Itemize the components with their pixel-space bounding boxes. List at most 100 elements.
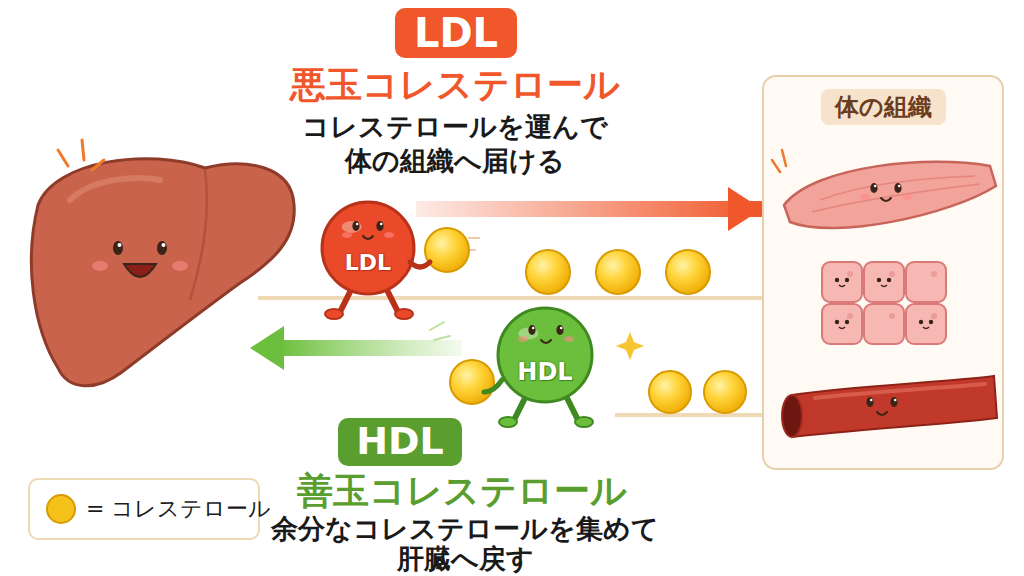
face-eye bbox=[870, 183, 877, 193]
eye-highlight bbox=[898, 185, 901, 188]
eye-highlight bbox=[162, 243, 166, 247]
legend-swatch bbox=[46, 494, 76, 524]
eye-highlight bbox=[380, 223, 383, 226]
box-heading: 体の組織 bbox=[821, 89, 946, 125]
motion-line bbox=[466, 249, 476, 251]
cell-nucleus bbox=[847, 313, 853, 319]
cell-nucleus bbox=[889, 313, 895, 319]
face-mouth bbox=[923, 327, 929, 329]
sparkle-line bbox=[58, 150, 68, 166]
cell-nucleus bbox=[931, 313, 937, 319]
face-eye bbox=[376, 221, 383, 231]
motion-line bbox=[430, 322, 444, 330]
badge-text: LDL bbox=[414, 11, 498, 55]
particle-outline bbox=[496, 306, 594, 404]
motion-line bbox=[468, 237, 480, 239]
particle-body bbox=[322, 202, 414, 294]
tissue-cell bbox=[822, 262, 862, 302]
node-text-wrap: LDL bbox=[395, 8, 517, 58]
description: コレステロールを運んで 体の組織へ届ける bbox=[290, 110, 620, 178]
sparkle-line bbox=[782, 150, 786, 166]
face-eye bbox=[919, 320, 923, 324]
tissue-cell bbox=[864, 304, 904, 344]
muscle-tissue bbox=[784, 162, 996, 228]
face-eye bbox=[835, 320, 839, 324]
tissue-cell bbox=[906, 262, 946, 302]
node-text-wrap: HDL bbox=[496, 306, 594, 404]
face-mouth bbox=[363, 236, 373, 239]
return-arrow-shaft bbox=[282, 340, 462, 356]
particle-outline bbox=[320, 200, 416, 296]
face-mouth bbox=[124, 264, 156, 277]
face-eye bbox=[556, 325, 563, 335]
particle-leg bbox=[514, 396, 526, 420]
node-text-wrap: 体の組織 bbox=[764, 89, 1002, 125]
description: 余分なコレステロールを集めて 肝臓へ戻す bbox=[270, 514, 660, 574]
face-mouth bbox=[877, 412, 887, 415]
particle-shine bbox=[342, 221, 362, 233]
vessel-highlight bbox=[815, 384, 985, 398]
tissue-cell bbox=[822, 304, 862, 344]
face-mouth bbox=[541, 340, 551, 343]
liver-lobe-line bbox=[190, 170, 207, 300]
hdl-particle: HDL bbox=[496, 306, 594, 404]
face-mouth bbox=[881, 285, 887, 287]
muscle-fiber bbox=[812, 184, 980, 212]
face-eye bbox=[887, 278, 891, 282]
liver-organ bbox=[31, 159, 294, 386]
cholesterol-ball bbox=[596, 250, 640, 294]
particle-label: HDL bbox=[517, 359, 572, 385]
particle-body bbox=[498, 308, 592, 402]
face-eye bbox=[352, 221, 359, 231]
particle-foot bbox=[499, 417, 517, 427]
face-mouth bbox=[881, 198, 891, 201]
transport-track bbox=[258, 296, 764, 300]
motion-line bbox=[434, 336, 450, 340]
node-text-wrap: LDL bbox=[320, 200, 416, 296]
particle-foot bbox=[325, 309, 343, 319]
particle-arm bbox=[484, 380, 502, 392]
face-cheek bbox=[172, 261, 188, 271]
particle-leg bbox=[566, 396, 578, 420]
face-eye bbox=[113, 241, 123, 255]
return-arrow-head bbox=[250, 326, 284, 370]
face-cheek bbox=[518, 336, 528, 342]
particle-label: LDL bbox=[345, 251, 391, 275]
liver-highlight bbox=[70, 178, 160, 200]
sparkle-line bbox=[92, 160, 104, 170]
eye-highlight bbox=[560, 327, 563, 330]
eye-highlight bbox=[532, 327, 535, 330]
transport-track bbox=[615, 413, 764, 417]
eye-highlight bbox=[870, 399, 873, 402]
face-eye bbox=[866, 397, 873, 407]
subtitle: 善玉コレステロール bbox=[262, 470, 662, 512]
face-eye bbox=[157, 241, 167, 255]
cell-nucleus bbox=[847, 271, 853, 277]
tissue-cell bbox=[906, 304, 946, 344]
face-eye bbox=[845, 320, 849, 324]
particle-foot bbox=[395, 309, 413, 319]
cholesterol-ball bbox=[666, 250, 710, 294]
sparkle-line bbox=[772, 160, 780, 172]
cholesterol-ball bbox=[425, 228, 469, 272]
cholesterol-ball bbox=[450, 360, 494, 404]
tissue-box: 体の組織 bbox=[762, 75, 1004, 470]
tissue-cell bbox=[864, 262, 904, 302]
cell-nucleus bbox=[931, 271, 937, 277]
blood-vessel bbox=[792, 376, 997, 437]
face-mouth bbox=[839, 327, 845, 329]
face-cheek bbox=[902, 194, 912, 200]
vessel-opening bbox=[782, 395, 802, 437]
connector-group bbox=[416, 209, 762, 210]
face-eye bbox=[877, 278, 881, 282]
sparkle-star bbox=[616, 332, 644, 360]
eye-highlight bbox=[894, 399, 897, 402]
legend-row: = コレステロール bbox=[30, 494, 258, 524]
face-eye bbox=[835, 278, 839, 282]
face-mouth bbox=[839, 285, 845, 287]
legend-box: = コレステロール bbox=[28, 478, 260, 540]
title-badge: LDL bbox=[395, 8, 517, 58]
cholesterol-ball bbox=[526, 250, 570, 294]
eye-highlight bbox=[118, 243, 122, 247]
